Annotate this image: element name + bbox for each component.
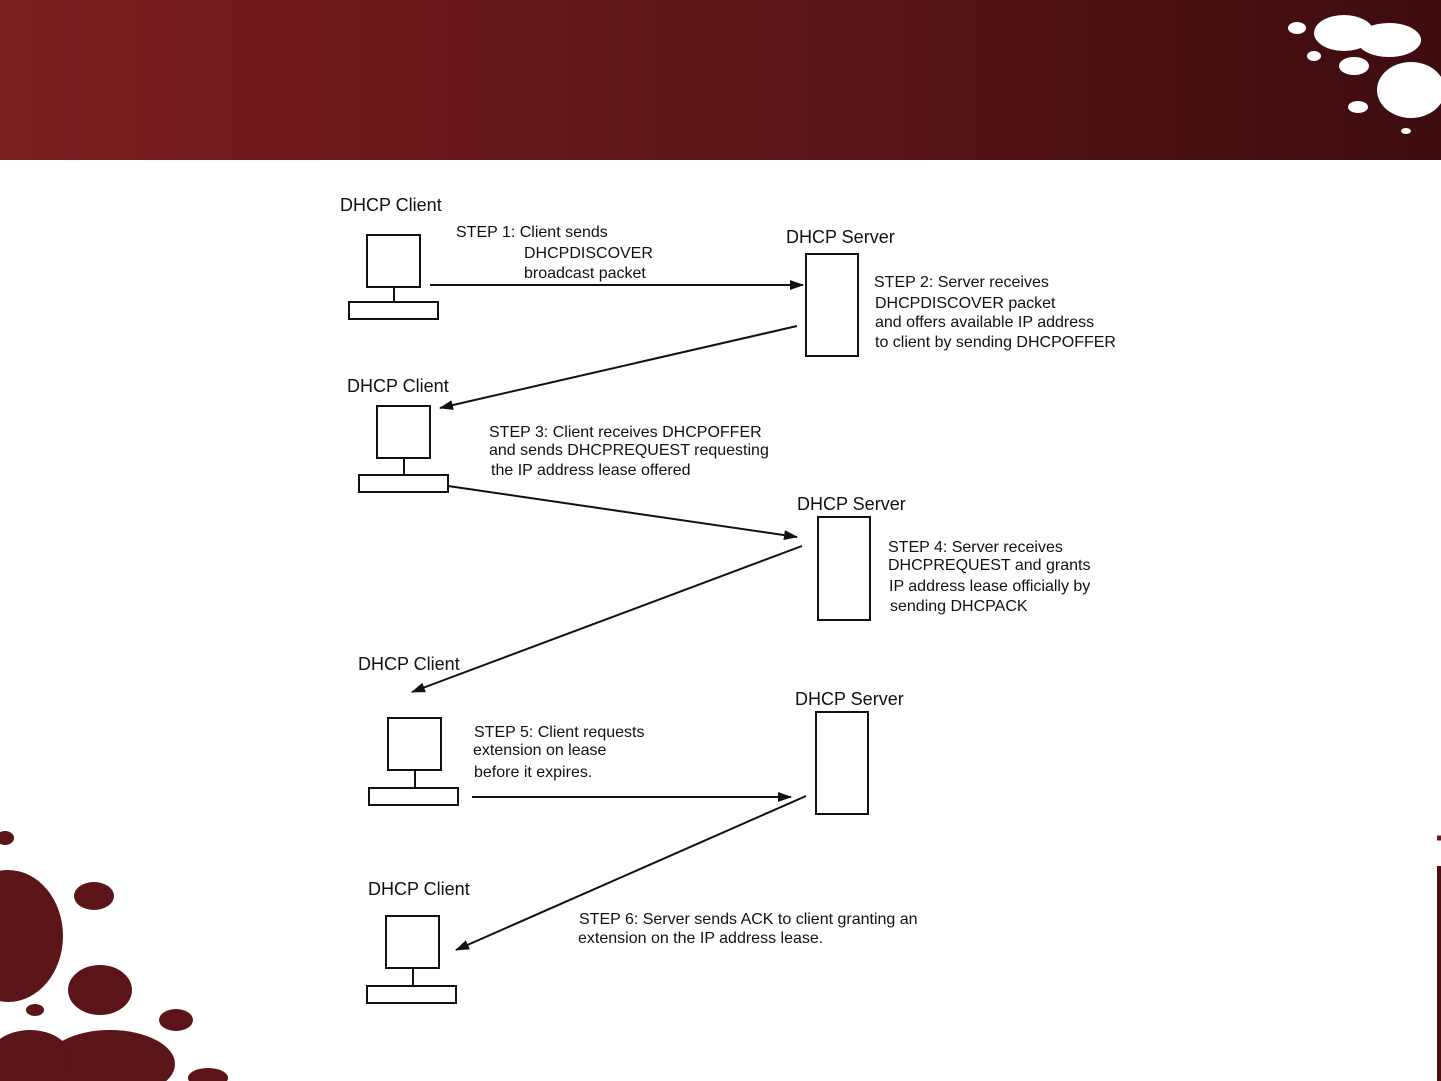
step6-arrow <box>455 795 807 951</box>
step4-text: DHCPREQUEST and grants <box>888 557 1090 574</box>
client-label: DHCP Client <box>347 376 449 396</box>
client-label: DHCP Client <box>358 654 460 674</box>
server-label: DHCP Server <box>795 689 904 709</box>
client-label: DHCP Client <box>340 195 442 215</box>
step3-text: and sends DHCPREQUEST requesting <box>489 442 769 459</box>
step5-text: STEP 5: Client requests <box>474 724 644 741</box>
bubbles-decoration-bottom <box>0 831 228 1081</box>
client-computer-icon <box>366 915 457 1004</box>
step2-text: and offers available IP address <box>875 314 1094 331</box>
client-label: DHCP Client <box>368 879 470 899</box>
client-computer-icon <box>348 234 439 320</box>
step6-text: STEP 6: Server sends ACK to client grant… <box>579 911 918 928</box>
server-box <box>817 516 871 621</box>
client-computer-icon <box>368 717 459 806</box>
step2-text: STEP 2: Server receives <box>874 274 1049 291</box>
server-label: DHCP Server <box>797 494 906 514</box>
step3-arrow <box>447 485 798 541</box>
server-box <box>805 253 859 357</box>
step4-text: STEP 4: Server receives <box>888 539 1063 556</box>
server-label: DHCP Server <box>786 227 895 247</box>
step2-text: to client by sending DHCPOFFER <box>875 334 1116 351</box>
title-banner <box>0 0 1441 160</box>
bubbles-decoration-top <box>1288 15 1441 134</box>
step3-text: STEP 3: Client receives DHCPOFFER <box>489 424 762 441</box>
step2-text: DHCPDISCOVER packet <box>875 295 1056 312</box>
server-box <box>815 711 869 815</box>
step3-text: the IP address lease offered <box>491 462 691 479</box>
step1-text: DHCPDISCOVER <box>524 245 653 262</box>
step1-text: broadcast packet <box>524 265 646 282</box>
step5-text: extension on lease <box>473 742 607 759</box>
step5-text: before it expires. <box>474 764 592 781</box>
step2-arrow <box>439 325 798 410</box>
client-computer-icon <box>358 405 449 493</box>
right-edge-decoration <box>1437 828 1441 1081</box>
step6-text: extension on the IP address lease. <box>578 930 823 947</box>
step4-arrow <box>411 545 803 693</box>
step4-text: sending DHCPACK <box>890 598 1028 615</box>
step1-text: STEP 1: Client sends <box>456 224 608 241</box>
step4-text: IP address lease officially by <box>889 578 1090 595</box>
